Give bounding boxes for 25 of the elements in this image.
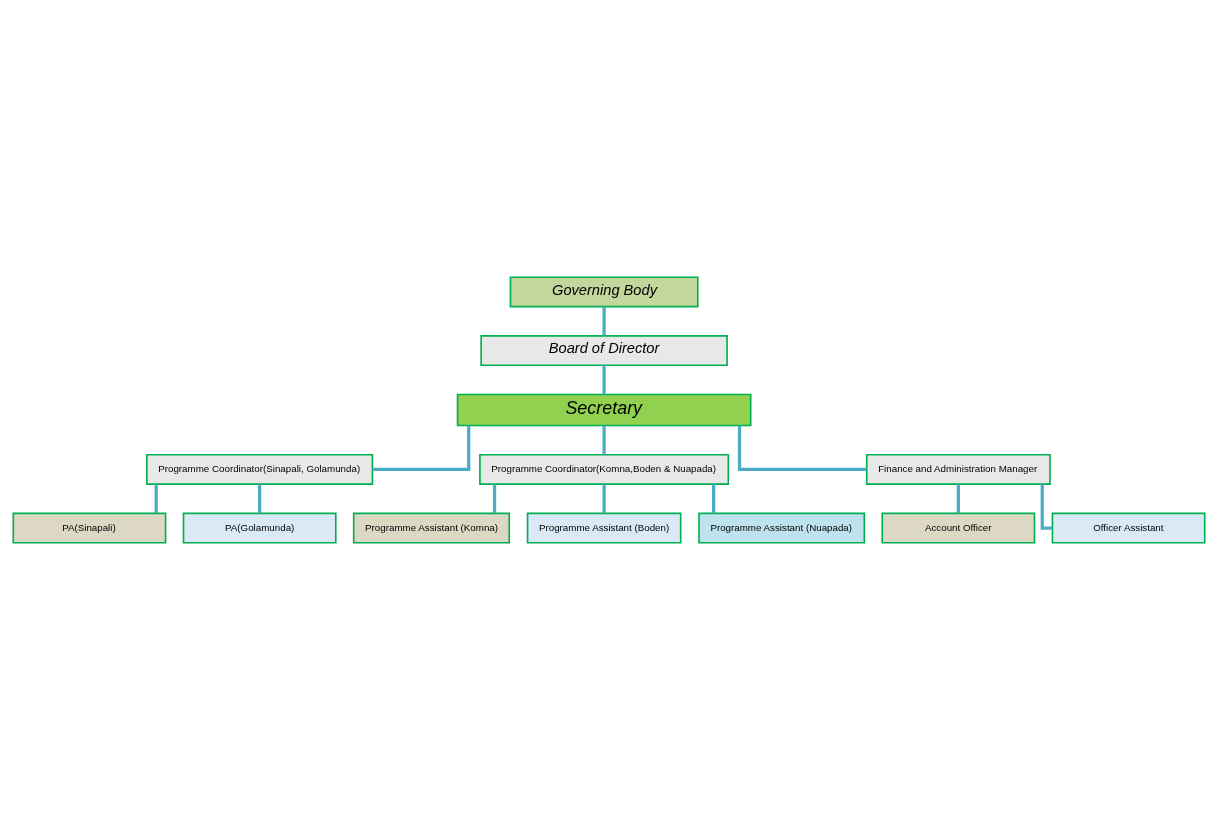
node-box: Programme Assistant (Boden)	[526, 512, 682, 544]
connector	[602, 365, 606, 395]
node-box: Programme Assistant (Nuapada)	[698, 512, 866, 544]
node-box: PA(Sinapali)	[12, 512, 167, 544]
node-box: Programme Coordinator(Sinapali, Golamunda)	[146, 453, 374, 485]
connector	[602, 306, 606, 336]
connector	[956, 484, 960, 514]
node-box: Programme Coordinator(Komna,Boden & Nuapada)	[479, 453, 730, 485]
connector	[372, 425, 471, 472]
connector	[602, 484, 606, 514]
connector	[737, 425, 867, 472]
node-box: Programme Assistant (Komna)	[352, 512, 511, 544]
node-box: Board of Director	[480, 335, 728, 367]
connector	[154, 484, 158, 514]
node-box: Governing Body	[509, 276, 699, 308]
connector	[712, 484, 716, 514]
node-box: Secretary	[456, 393, 752, 427]
connector	[1040, 484, 1053, 530]
node-box: Finance and Administration Manager	[865, 453, 1051, 485]
node-box: PA(Golamunda)	[182, 512, 337, 544]
connector	[492, 484, 497, 514]
node-box: Officer Assistant	[1051, 512, 1206, 544]
connector	[602, 425, 606, 455]
connector	[258, 484, 262, 514]
node-box: Account Officer	[881, 512, 1036, 544]
